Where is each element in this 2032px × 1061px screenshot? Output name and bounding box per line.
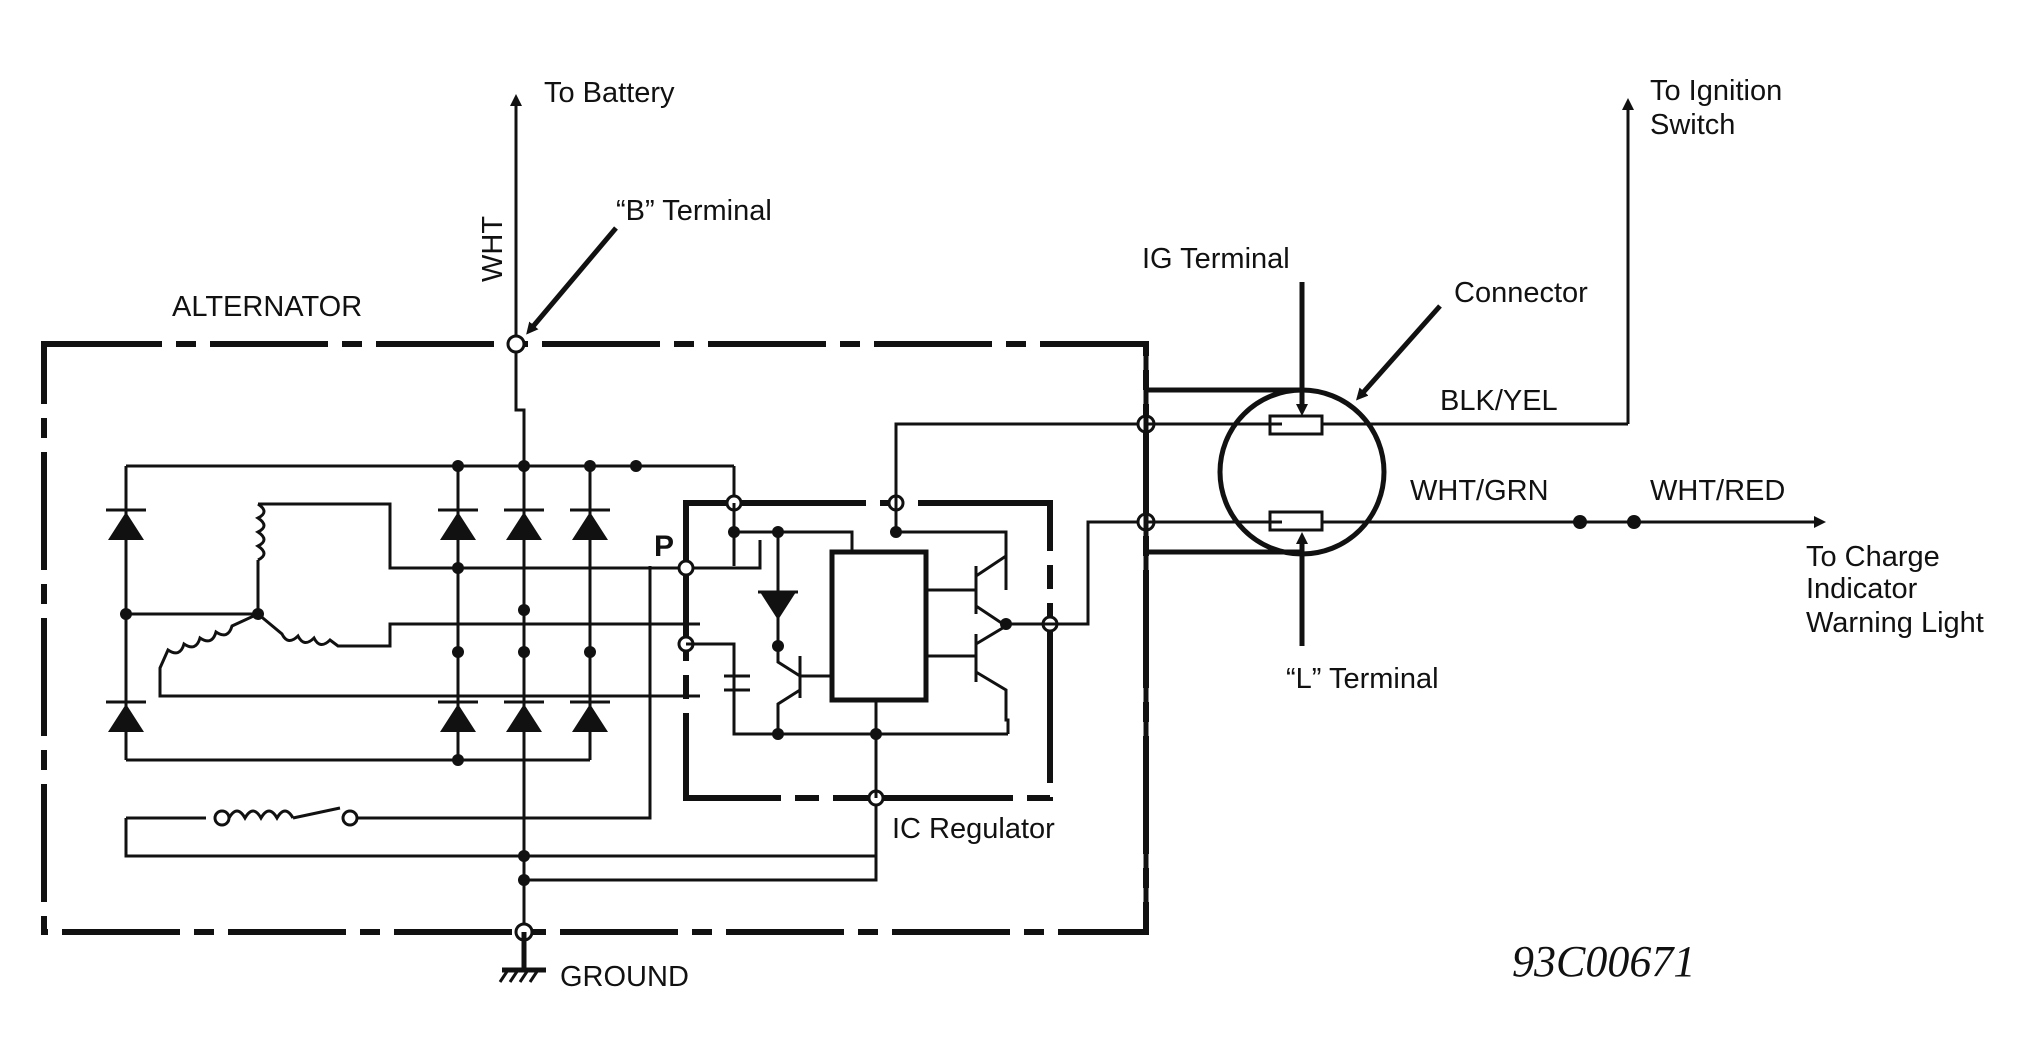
diode-w-pos-icon bbox=[572, 512, 608, 540]
field-coil bbox=[124, 566, 878, 886]
label-to-battery: To Battery bbox=[544, 77, 675, 109]
label-wht: WHT bbox=[477, 216, 509, 282]
regulator-internals bbox=[677, 494, 1059, 807]
ic-regulator-housing bbox=[683, 500, 1053, 801]
diode-w-neg-icon bbox=[572, 704, 608, 732]
label-to-charge-1: To Charge bbox=[1806, 541, 1940, 573]
connector bbox=[1217, 98, 1826, 646]
label-ground: GROUND bbox=[560, 961, 689, 993]
diode-u-neg-icon bbox=[440, 704, 476, 732]
diode-v-pos-icon bbox=[506, 512, 542, 540]
label-wht-grn: WHT/GRN bbox=[1410, 475, 1549, 507]
label-to-ignition-2: Switch bbox=[1650, 109, 1735, 141]
label-connector: Connector bbox=[1454, 277, 1588, 309]
label-to-ignition-1: To Ignition bbox=[1650, 75, 1782, 107]
label-ic-regulator: IC Regulator bbox=[892, 813, 1055, 845]
stator-windings bbox=[158, 502, 762, 698]
ic-chip bbox=[829, 549, 929, 703]
label-ig-terminal: IG Terminal bbox=[1142, 243, 1290, 275]
connector-pointer bbox=[1356, 304, 1442, 401]
figure-code: 93C00671 bbox=[1512, 937, 1695, 986]
label-blk-yel: BLK/YEL bbox=[1440, 385, 1558, 417]
ground-symbol-icon bbox=[498, 932, 546, 983]
label-to-charge-3: Warning Light bbox=[1806, 607, 1984, 639]
label-wht-red: WHT/RED bbox=[1650, 475, 1785, 507]
label-p-terminal: P bbox=[654, 530, 674, 563]
diode-left-bottom-icon bbox=[108, 704, 144, 732]
label-to-charge-2: Indicator bbox=[1806, 573, 1918, 605]
diode-u-pos-icon bbox=[440, 512, 476, 540]
zener-diode-icon bbox=[760, 592, 796, 620]
label-b-terminal: “B” Terminal bbox=[616, 195, 772, 227]
label-l-terminal: “L” Terminal bbox=[1286, 663, 1439, 695]
diode-v-neg-icon bbox=[506, 704, 542, 732]
b-terminal-pointer bbox=[526, 226, 618, 335]
rectifier-diodes bbox=[438, 460, 642, 766]
diode-left-top-icon bbox=[108, 512, 144, 540]
label-alternator: ALTERNATOR bbox=[172, 291, 362, 323]
